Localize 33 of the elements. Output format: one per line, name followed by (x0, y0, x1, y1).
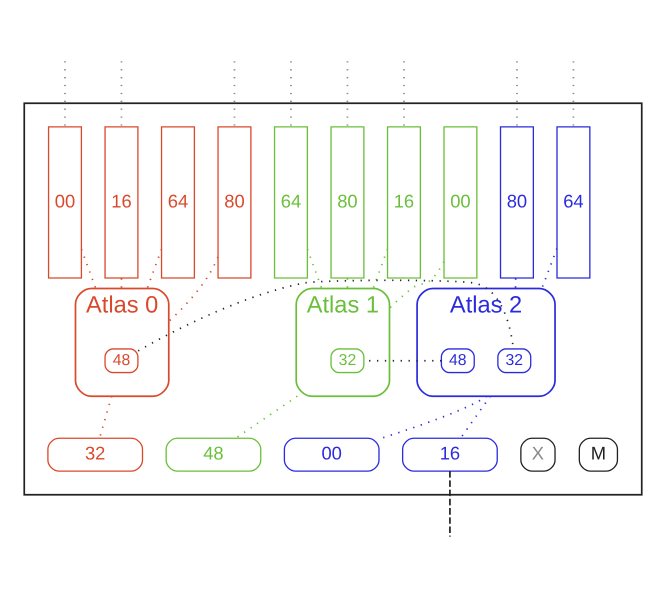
connector (388, 261, 445, 309)
connector (146, 248, 162, 289)
cluster (23, 102, 643, 496)
node-box: 00 (48, 126, 82, 279)
node-box: 16 (104, 126, 139, 279)
connector (346, 278, 348, 288)
node-box: 32 (330, 348, 365, 374)
node-box: 00 (284, 438, 380, 472)
connector (168, 256, 219, 322)
node-box: 16 (386, 126, 422, 279)
connector (80, 248, 97, 289)
connector (138, 279, 514, 352)
node-box: 64 (160, 126, 196, 279)
connector (372, 248, 388, 289)
connector (541, 248, 558, 289)
node-box: 80 (330, 126, 365, 279)
node-box: 48 (440, 348, 475, 374)
node-box: 16 (402, 438, 498, 472)
node-box: 32 (47, 438, 144, 472)
connector (460, 396, 491, 438)
connector (98, 396, 112, 438)
node-box: 64 (556, 126, 590, 279)
node-box: 80 (500, 126, 534, 279)
node-box: 64 (274, 126, 308, 279)
node-box: 48 (104, 348, 139, 374)
node-box: 32 (497, 348, 532, 374)
node-box: M (578, 438, 618, 472)
connector (306, 248, 323, 289)
connector (236, 396, 298, 439)
node-box: 00 (443, 126, 478, 279)
node-box: 80 (217, 126, 252, 279)
connector (449, 471, 451, 537)
node-box: 48 (165, 438, 262, 472)
